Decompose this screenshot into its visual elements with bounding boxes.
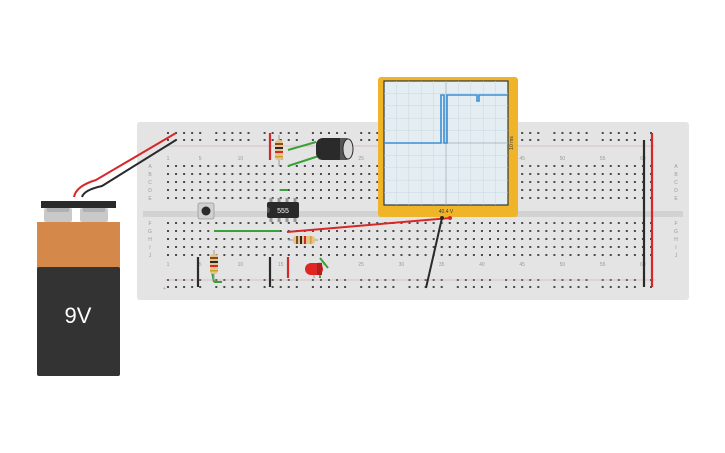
row-letter: H bbox=[674, 237, 678, 243]
row-letter: H bbox=[148, 237, 152, 243]
resistor-bottom[interactable] bbox=[210, 250, 218, 280]
battery-body bbox=[37, 267, 120, 376]
battery-9v[interactable]: 9V bbox=[37, 201, 120, 376]
column-number-top: 55 bbox=[600, 156, 606, 162]
row-letter: A bbox=[148, 164, 152, 170]
row-letter: F bbox=[674, 221, 677, 227]
battery-red-wire[interactable] bbox=[73, 132, 177, 198]
row-letter: F bbox=[148, 221, 151, 227]
battery-top bbox=[37, 222, 120, 270]
row-letter: C bbox=[674, 180, 678, 186]
voltage-label: 40.4 V bbox=[439, 209, 454, 215]
row-letter: J bbox=[675, 253, 678, 259]
battery-label: 9V bbox=[65, 303, 92, 328]
row-letter: D bbox=[148, 188, 152, 194]
push-button[interactable] bbox=[197, 202, 215, 220]
column-number-bottom: 35 bbox=[439, 262, 445, 268]
column-number-bottom: 15 bbox=[278, 262, 284, 268]
row-letter: B bbox=[674, 172, 678, 178]
oscilloscope[interactable]: 10 ms 40.4 V bbox=[378, 77, 518, 220]
row-letter: G bbox=[148, 229, 152, 235]
row-letter: J bbox=[149, 253, 152, 259]
row-letter: B bbox=[148, 172, 152, 178]
row-letter: I bbox=[149, 245, 150, 251]
time-division-label: 10 ms bbox=[509, 136, 515, 150]
probe-signal-terminal[interactable] bbox=[448, 216, 452, 220]
column-number-bottom: 55 bbox=[600, 262, 606, 268]
column-number-bottom: 50 bbox=[560, 262, 566, 268]
column-number-top: 50 bbox=[560, 156, 566, 162]
column-number-bottom: 5 bbox=[199, 262, 202, 268]
scope-probe-red-wire[interactable] bbox=[286, 217, 451, 233]
ic-pins bbox=[269, 198, 297, 222]
probe-ground-terminal[interactable] bbox=[440, 216, 444, 220]
battery-black-wire[interactable] bbox=[81, 139, 177, 198]
row-letter: A bbox=[674, 164, 678, 170]
row-letter: G bbox=[674, 229, 678, 235]
column-number-top: 1 bbox=[167, 156, 170, 162]
red-led[interactable] bbox=[305, 263, 323, 278]
scope-probe-black-wire[interactable] bbox=[425, 217, 443, 289]
row-letter: E bbox=[674, 196, 678, 202]
column-number-bottom: 45 bbox=[519, 262, 525, 268]
row-letter: I bbox=[675, 245, 676, 251]
rail-plus-label: + bbox=[163, 286, 166, 292]
column-number-bottom: 10 bbox=[238, 262, 244, 268]
column-number-top: 45 bbox=[519, 156, 525, 162]
column-number-top: 25 bbox=[358, 156, 364, 162]
column-number-bottom: 25 bbox=[358, 262, 364, 268]
ic-555[interactable]: 555 bbox=[267, 198, 299, 222]
ic-label: 555 bbox=[277, 208, 289, 215]
column-number-bottom: 1 bbox=[167, 262, 170, 268]
column-number-bottom: 40 bbox=[479, 262, 485, 268]
resistor-top[interactable] bbox=[275, 135, 283, 166]
row-letter: C bbox=[148, 180, 152, 186]
row-letter: D bbox=[674, 188, 678, 194]
column-number-top: 10 bbox=[238, 156, 244, 162]
resistor-horizontal[interactable] bbox=[288, 236, 318, 244]
capacitor[interactable] bbox=[316, 138, 354, 160]
column-number-top: 5 bbox=[199, 156, 202, 162]
oscilloscope-trace bbox=[384, 94, 508, 144]
row-letter: E bbox=[148, 196, 152, 202]
column-number-bottom: 30 bbox=[399, 262, 405, 268]
